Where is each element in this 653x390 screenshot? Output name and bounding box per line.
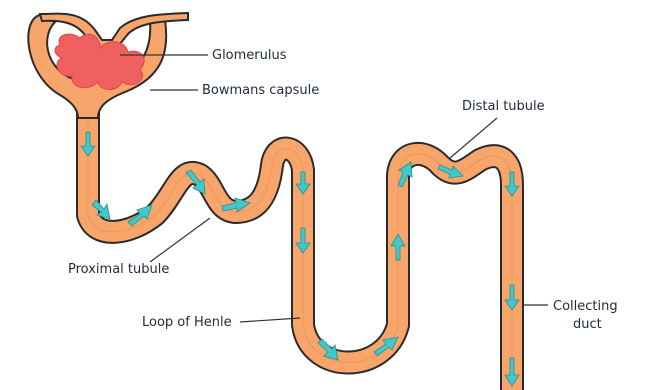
glomerulus-label: Glomerulus [212,48,287,63]
collecting-duct-label-line2: duct [573,317,602,332]
proximal-tubule-label: Proximal tubule [68,262,169,277]
distal-tubule-label: Distal tubule [462,99,545,114]
loop-of-henle-label: Loop of Henle [142,315,232,330]
bowmans-capsule-label: Bowmans capsule [202,83,319,98]
collecting-duct-label-line1: Collecting [553,299,618,314]
